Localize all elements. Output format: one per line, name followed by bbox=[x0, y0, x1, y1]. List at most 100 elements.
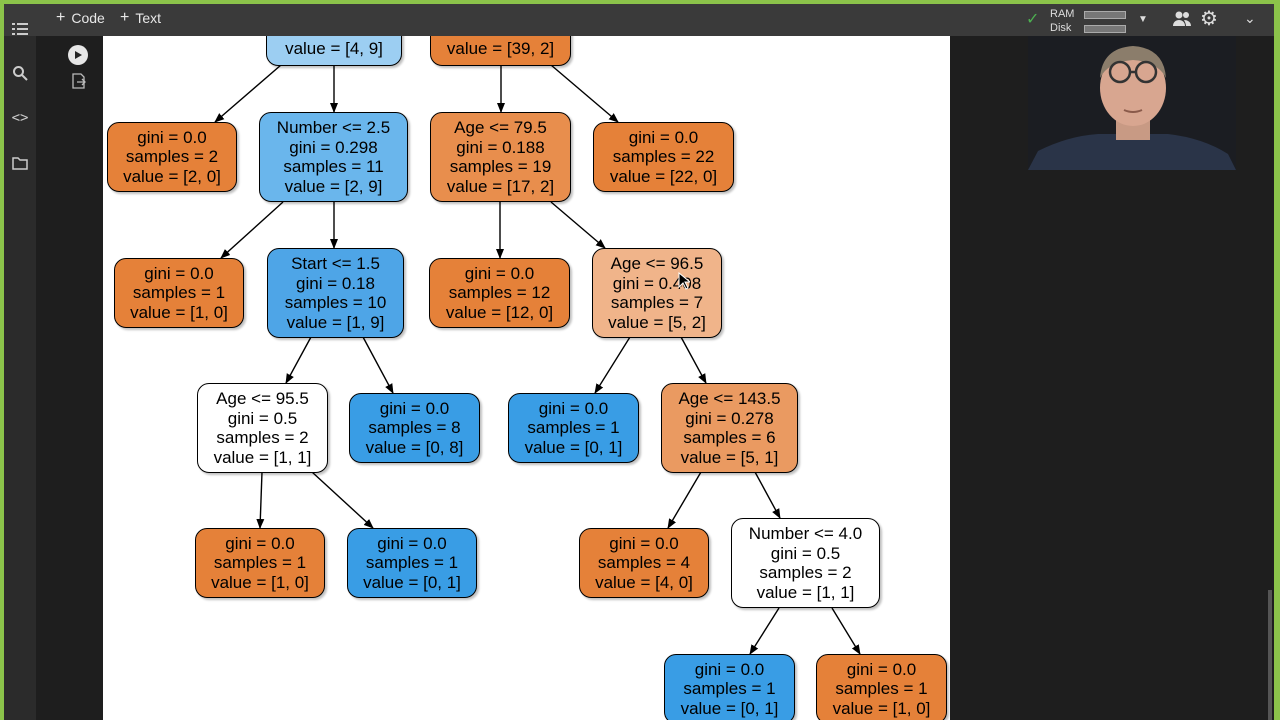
node-line: samples = 12 bbox=[448, 283, 551, 303]
search-icon[interactable] bbox=[10, 63, 30, 83]
resource-monitor[interactable]: RAM Disk ▼ bbox=[1050, 8, 1154, 40]
node-line: samples = 6 bbox=[683, 428, 776, 447]
add-text-label: Text bbox=[135, 10, 162, 26]
node-line: samples = 19 bbox=[449, 157, 552, 176]
node-line: Start <= 1.5 bbox=[291, 254, 380, 273]
tree-node: Age <= 95.5 gini = 0.5 samples = 2 value… bbox=[197, 383, 328, 473]
node-line: Age <= 79.5 bbox=[454, 118, 547, 137]
node-line: value = [1, 0] bbox=[130, 302, 228, 322]
node-line: gini = 0.0 bbox=[694, 659, 765, 679]
node-line: samples = 1 bbox=[132, 283, 226, 303]
node-line: samples = 22 bbox=[612, 147, 715, 167]
notebook-toolbar: + Code + Text ✓ RAM Disk ▼ ⚙ ⌄ bbox=[4, 4, 1274, 36]
node-line: samples = 7 bbox=[610, 293, 704, 312]
node-line: Age <= 95.5 bbox=[216, 389, 309, 408]
tree-edge bbox=[594, 336, 631, 394]
node-line: gini = 0.278 bbox=[685, 408, 774, 428]
run-cell-button[interactable] bbox=[68, 45, 88, 65]
node-line: gini = 0.0 bbox=[137, 127, 207, 147]
tree-edge bbox=[285, 336, 312, 384]
node-line: Age <= 143.5 bbox=[678, 389, 781, 408]
tree-edge bbox=[550, 201, 606, 249]
tree-node: gini = 0.0 samples = 12 value = [12, 0] bbox=[429, 258, 570, 328]
node-line: samples = 2 bbox=[216, 428, 309, 447]
play-icon bbox=[75, 51, 82, 59]
folder-icon[interactable] bbox=[10, 153, 30, 173]
code-icon[interactable]: <> bbox=[11, 110, 29, 126]
node-line: gini = 0.0 bbox=[846, 659, 917, 679]
node-line: value = [12, 0] bbox=[445, 302, 554, 322]
tree-node: value = [4, 9] bbox=[266, 36, 402, 66]
node-line: samples = 11 bbox=[283, 157, 384, 176]
output-settings-icon[interactable] bbox=[70, 72, 88, 90]
cell-gutter bbox=[36, 36, 102, 720]
disk-bar bbox=[1084, 25, 1126, 33]
webcam-overlay bbox=[1028, 36, 1236, 170]
node-line: samples = 1 bbox=[365, 553, 459, 573]
node-line: Number <= 2.5 bbox=[276, 118, 391, 137]
tree-edge bbox=[550, 64, 619, 123]
tree-node: Start <= 1.5 gini = 0.18 samples = 10 va… bbox=[267, 248, 404, 338]
node-line: value = [1, 0] bbox=[832, 698, 931, 718]
node-line: gini = 0.18 bbox=[296, 273, 375, 293]
tree-node: gini = 0.0 samples = 8 value = [0, 8] bbox=[349, 393, 480, 463]
node-line: gini = 0.0 bbox=[377, 533, 447, 553]
tree-edge bbox=[256, 471, 265, 529]
tree-edge bbox=[680, 336, 707, 384]
node-line: gini = 0.298 bbox=[289, 137, 378, 157]
node-line: value = [0, 8] bbox=[365, 437, 464, 457]
ram-bar bbox=[1084, 11, 1126, 19]
tree-node: gini = 0.0 samples = 1 value = [0, 1] bbox=[664, 654, 795, 720]
node-line: gini = 0.0 bbox=[144, 263, 214, 283]
tree-node: gini = 0.0 samples = 1 value = [1, 0] bbox=[195, 528, 325, 598]
presenter-image bbox=[1028, 36, 1236, 170]
node-line: value = [17, 2] bbox=[446, 176, 555, 196]
add-text-button[interactable]: + Text bbox=[120, 10, 162, 27]
node-line: value = [1, 9] bbox=[286, 312, 385, 332]
add-code-label: Code bbox=[71, 10, 105, 26]
node-line: samples = 1 bbox=[835, 679, 928, 699]
node-line: value = [0, 1] bbox=[680, 698, 779, 718]
tree-edge bbox=[667, 471, 702, 529]
node-line: gini = 0.0 bbox=[464, 263, 535, 283]
gear-icon[interactable]: ⚙ bbox=[1200, 8, 1218, 30]
node-line: samples = 10 bbox=[284, 293, 387, 312]
chevron-down-icon[interactable]: ▼ bbox=[1138, 14, 1148, 25]
node-line: value = [2, 9] bbox=[284, 176, 383, 196]
node-line: gini = 0.0 bbox=[225, 533, 295, 553]
collapse-chevron-icon[interactable]: ⌄ bbox=[1244, 10, 1256, 26]
scrollbar[interactable] bbox=[1268, 590, 1272, 720]
tree-node: gini = 0.0 samples = 4 value = [4, 0] bbox=[579, 528, 709, 598]
tree-node: gini = 0.0 samples = 1 value = [0, 1] bbox=[347, 528, 477, 598]
share-people-icon[interactable] bbox=[1172, 10, 1192, 28]
menu-icon[interactable] bbox=[10, 19, 30, 39]
plus-icon: + bbox=[56, 9, 66, 26]
tree-node: gini = 0.0 samples = 1 value = [1, 0] bbox=[114, 258, 244, 328]
tree-node: gini = 0.0 samples = 22 value = [22, 0] bbox=[593, 122, 734, 192]
node-line: value = [39, 2] bbox=[446, 39, 555, 59]
add-code-button[interactable]: + Code bbox=[56, 9, 105, 27]
tree-edges bbox=[214, 64, 861, 655]
node-line: value = [2, 0] bbox=[123, 166, 221, 186]
tree-node: Number <= 2.5 gini = 0.298 samples = 11 … bbox=[259, 112, 408, 202]
tree-edge bbox=[831, 607, 861, 655]
tree-edge bbox=[754, 471, 781, 519]
tree-edge bbox=[220, 201, 284, 259]
node-line: gini = 0.0 bbox=[379, 398, 450, 418]
tree-node: gini = 0.0 samples = 1 value = [1, 0] bbox=[816, 654, 947, 720]
decision-tree-output: value = [4, 9] value = [39, 2] gini = 0.… bbox=[103, 36, 950, 720]
left-sidebar: <> bbox=[4, 23, 36, 720]
node-line: samples = 1 bbox=[527, 418, 620, 438]
node-line: Age <= 96.5 bbox=[610, 254, 704, 273]
ram-label: RAM bbox=[1050, 8, 1075, 20]
tree-node: gini = 0.0 samples = 2 value = [2, 0] bbox=[107, 122, 237, 192]
node-line: samples = 2 bbox=[759, 563, 852, 582]
tree-edge bbox=[214, 64, 282, 123]
node-line: value = [1, 1] bbox=[213, 447, 312, 467]
tree-edge bbox=[749, 607, 780, 655]
node-line: value = [4, 9] bbox=[285, 39, 383, 59]
node-line: samples = 4 bbox=[597, 553, 691, 573]
node-line: gini = 0.188 bbox=[456, 137, 545, 157]
node-line: value = [1, 0] bbox=[211, 572, 309, 592]
tree-node: Number <= 4.0 gini = 0.5 samples = 2 val… bbox=[731, 518, 880, 608]
